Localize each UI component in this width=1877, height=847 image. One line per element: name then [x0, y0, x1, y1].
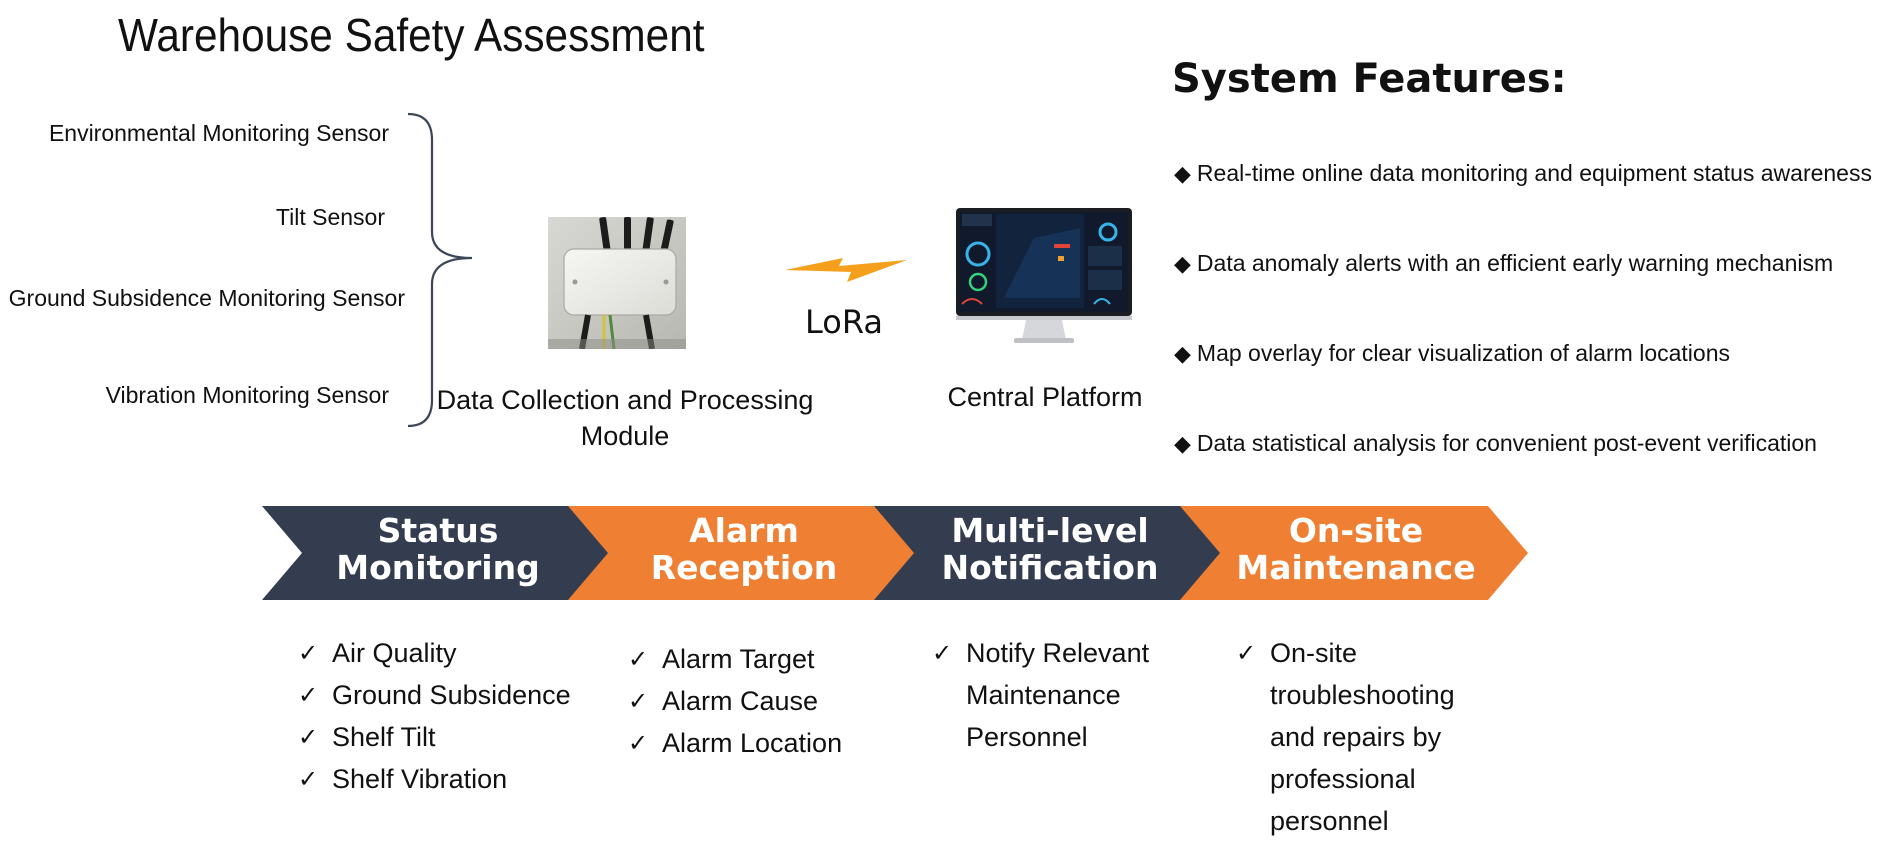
checklist-alarm-reception: ✓Alarm Target ✓Alarm Cause ✓Alarm Locati…	[628, 638, 842, 764]
check-icon: ✓	[1236, 639, 1257, 667]
list-item: ✓Notify Relevant Maintenance Personnel	[932, 632, 1162, 758]
stage-chevron-alarm-reception	[568, 506, 916, 600]
check-icon: ✓	[298, 639, 319, 667]
list-item: ✓Alarm Location	[628, 722, 842, 764]
diamond-bullet-icon: ◆	[1174, 341, 1191, 366]
sensor-ground-subsidence: Ground Subsidence Monitoring Sensor	[8, 285, 405, 311]
diamond-bullet-icon: ◆	[1174, 431, 1191, 456]
stage-chevron-on-site-maintenance	[1180, 506, 1528, 600]
check-icon: ✓	[628, 687, 649, 715]
feature-item: ◆Map overlay for clear visualization of …	[1174, 340, 1730, 366]
list-item: ✓Alarm Cause	[628, 680, 842, 722]
check-icon: ✓	[932, 639, 953, 667]
monitor-dashboard-icon	[956, 208, 1132, 343]
check-icon: ✓	[628, 729, 649, 757]
list-item: ✓Alarm Target	[628, 638, 842, 680]
lightning-bolt-icon	[785, 258, 907, 282]
check-icon: ✓	[298, 681, 319, 709]
grouping-brace-icon	[407, 112, 473, 428]
check-icon: ✓	[298, 723, 319, 751]
sensor-vibration: Vibration Monitoring Sensor	[105, 382, 389, 408]
diamond-bullet-icon: ◆	[1174, 161, 1191, 186]
sensor-environmental: Environmental Monitoring Sensor	[48, 120, 389, 146]
diamond-bullet-icon: ◆	[1174, 251, 1191, 276]
feature-item: ◆Real-time online data monitoring and eq…	[1174, 160, 1872, 186]
process-flow	[262, 506, 1528, 600]
sensor-tilt: Tilt Sensor	[275, 204, 385, 230]
checklist-on-site-maintenance: ✓On-site troubleshooting and repairs by …	[1236, 632, 1466, 842]
list-item: ✓Air Quality	[298, 632, 571, 674]
list-item: ✓Ground Subsidence	[298, 674, 571, 716]
check-icon: ✓	[628, 645, 649, 673]
stage-chevron-status-monitoring	[262, 506, 610, 600]
data-collection-device-image	[548, 217, 686, 349]
feature-item: ◆Data statistical analysis for convenien…	[1174, 430, 1817, 456]
list-item: ✓Shelf Vibration	[298, 758, 571, 800]
platform-label: Central Platform	[947, 382, 1143, 412]
feature-item: ◆Data anomaly alerts with an efficient e…	[1174, 250, 1834, 276]
module-label: Data Collection and Processing Module	[436, 385, 814, 451]
checklist-status-monitoring: ✓Air Quality ✓Ground Subsidence ✓Shelf T…	[298, 632, 571, 800]
stage-chevron-multi-level-notification	[874, 506, 1222, 600]
list-item: ✓Shelf Tilt	[298, 716, 571, 758]
checklist-multi-level-notification: ✓Notify Relevant Maintenance Personnel	[932, 632, 1162, 758]
lora-label: LoRa	[805, 303, 883, 341]
check-icon: ✓	[298, 765, 319, 793]
page-title: Warehouse Safety Assessment	[118, 9, 705, 61]
list-item: ✓On-site troubleshooting and repairs by …	[1236, 632, 1466, 842]
features-title: System Features:	[1172, 56, 1567, 102]
